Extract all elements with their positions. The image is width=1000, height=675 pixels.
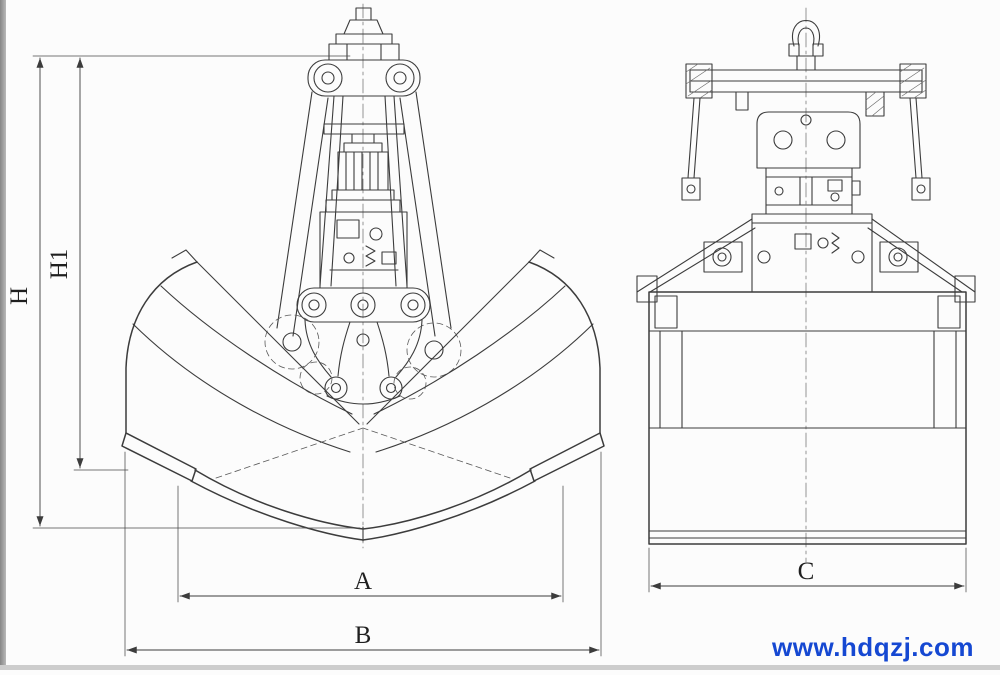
shackle (788, 20, 824, 71)
dimension-B: B (126, 622, 600, 654)
dim-label-h1: H1 (46, 249, 73, 280)
center-gearbox (751, 213, 873, 293)
shoulder-plates (636, 218, 976, 303)
dim-label-c: C (798, 558, 815, 585)
clamshell-right (362, 249, 605, 541)
gear-hub-left (264, 314, 333, 395)
dimension-H1: H1 (46, 57, 84, 469)
hidden-lines (215, 427, 511, 542)
lower-head (296, 287, 431, 323)
dimension-C: C (650, 558, 965, 590)
support-arms (276, 91, 452, 337)
dimension-A: A (179, 568, 562, 600)
side-view (636, 7, 976, 563)
upper-crosshead (328, 43, 400, 61)
bucket-body (648, 291, 967, 545)
cylinder-housing (756, 111, 861, 169)
sheave-block (307, 59, 421, 97)
clamshell-left (121, 249, 364, 541)
motor-pump-section (765, 167, 861, 215)
scan-edge-bottom (0, 665, 1000, 670)
hanger-rods (681, 97, 931, 201)
dim-label-b: B (355, 622, 372, 649)
scan-edge-left (0, 0, 6, 670)
watermark-url: www.hdqzj.com (772, 632, 974, 662)
top-hanger (335, 7, 393, 45)
dimension-H: H (6, 57, 44, 527)
gear-hub-right (393, 322, 462, 400)
dim-label-a: A (354, 568, 372, 595)
front-view (121, 3, 605, 549)
top-beam (685, 63, 927, 117)
linkage-yoke (304, 319, 423, 405)
dimension-annotations: H H1 A B C (6, 55, 967, 657)
dim-label-h: H (6, 287, 33, 305)
